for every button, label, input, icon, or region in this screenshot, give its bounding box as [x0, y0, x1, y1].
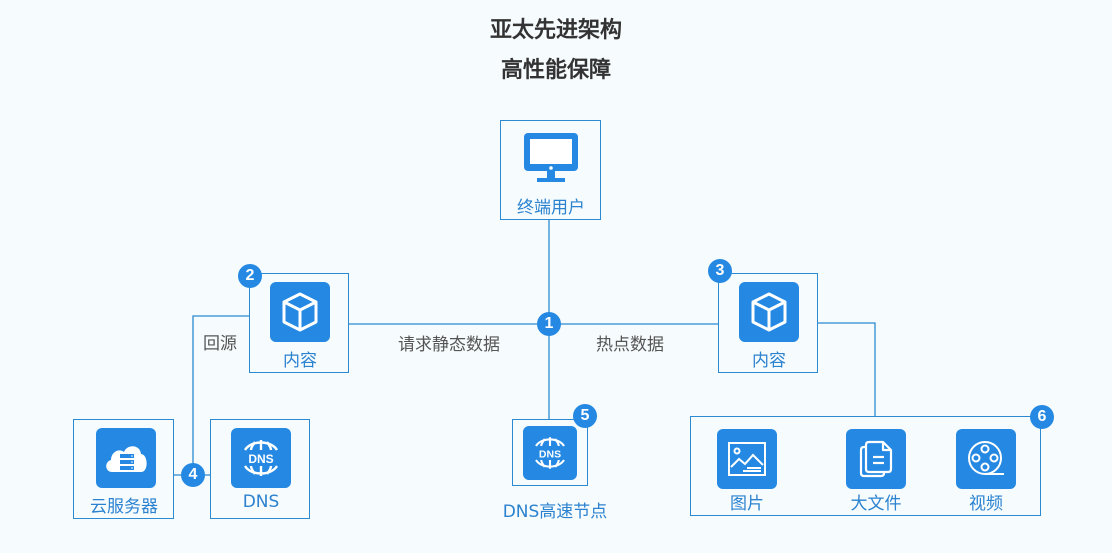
end-user-node: 终端用户	[500, 120, 601, 220]
dns-icon-text: DNS	[248, 452, 273, 466]
dns-label: DNS	[242, 492, 280, 512]
cloud-server-icon	[96, 428, 156, 488]
edge-label-request-static: 请求静态数据	[398, 335, 500, 355]
title-line-2: 高性能保障	[500, 58, 611, 83]
dns-node-label: DNS高速节点	[502, 502, 608, 522]
media-label-image: 图片	[730, 494, 764, 514]
title-line-1: 亚太先进架构	[489, 18, 622, 43]
monitor-icon	[521, 131, 581, 191]
cloud-server-node: 云服务器	[73, 419, 174, 519]
line-content-to-media	[817, 322, 876, 416]
media-group: 图片 大文件 视频	[690, 416, 1041, 516]
line-back-to-origin	[192, 315, 249, 473]
badge-1: 1	[537, 312, 561, 336]
dns-node-box: DNS	[512, 419, 588, 486]
cube-icon	[270, 282, 330, 342]
dns-node: DNS DNS	[210, 419, 310, 519]
end-user-label: 终端用户	[517, 198, 585, 218]
content-right-label: 内容	[752, 351, 786, 371]
dns-globe-icon: DNS	[231, 428, 291, 488]
badge-2: 2	[238, 264, 262, 288]
cloud-server-label: 云服务器	[90, 497, 158, 517]
badge-3: 3	[708, 259, 732, 283]
film-reel-icon	[956, 429, 1016, 489]
media-label-video: 视频	[969, 494, 1003, 514]
content-left-label: 内容	[283, 351, 317, 371]
edge-label-hot-data: 热点数据	[596, 335, 664, 355]
media-label-large-file: 大文件	[850, 494, 902, 514]
content-left-node: 内容	[249, 273, 349, 373]
badge-4: 4	[181, 463, 205, 487]
image-icon	[717, 429, 777, 489]
cube-icon	[739, 282, 799, 342]
dns-globe-icon: DNS	[523, 426, 577, 480]
dns-icon-text: DNS	[539, 448, 561, 460]
content-right-node: 内容	[718, 273, 818, 373]
documents-icon	[846, 429, 906, 489]
badge-5: 5	[573, 404, 597, 428]
badge-6: 6	[1030, 405, 1054, 429]
edge-label-back-to-origin: 回源	[203, 334, 237, 354]
